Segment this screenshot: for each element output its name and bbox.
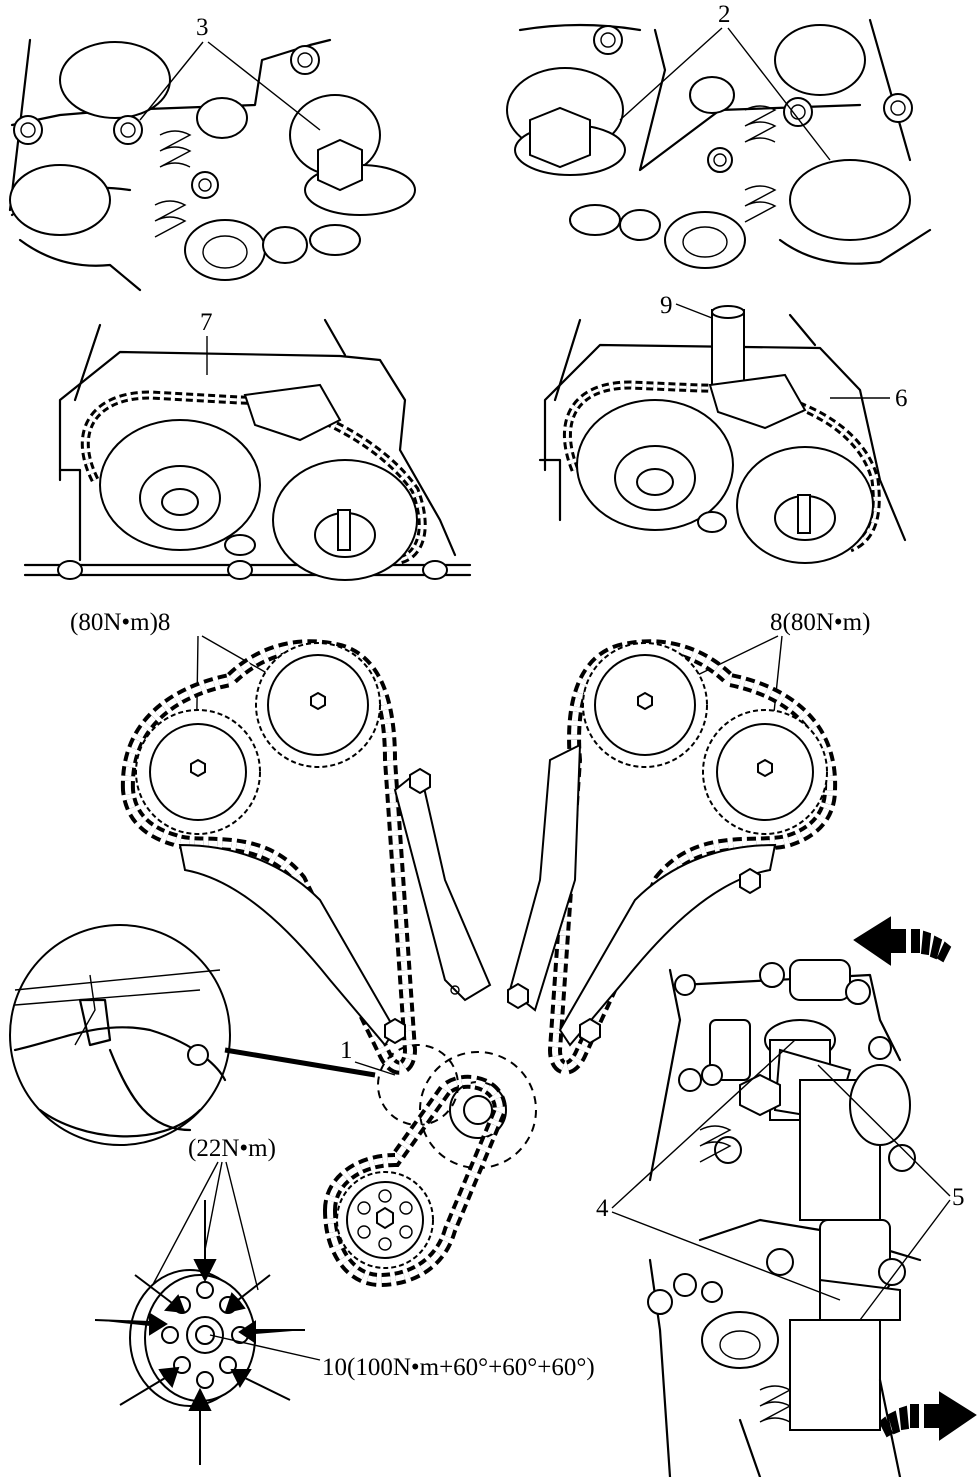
left-intake-sprocket (255, 642, 381, 768)
panel-bottom-right-cams: 4 5 (596, 916, 977, 1479)
label-7: 7 (200, 309, 213, 336)
bolt-icon (13, 45, 320, 199)
bolt-icon (593, 25, 913, 173)
label-torque-pulley: (22N•m) (188, 1135, 276, 1162)
left-exhaust-sprocket (135, 709, 261, 835)
crank-pulley: (22N•m) 10(100N•m+60°+60°+60°) (94, 1135, 595, 1465)
panel-top-right-camshafts: 2 (506, 1, 932, 269)
panel-top-left-camshafts: 3 (8, 14, 416, 292)
label-3: 3 (196, 14, 209, 41)
label-4: 4 (596, 1195, 609, 1222)
crankshaft-sprocket (336, 1171, 434, 1269)
rotation-arrow-right-icon (878, 1391, 977, 1441)
panel-mid-right-chain: 9 6 (538, 292, 908, 564)
right-intake-sprocket (582, 642, 708, 768)
label-10-crank-bolt: 10(100N•m+60°+60°+60°) (322, 1354, 595, 1381)
main-timing-chain: (80N•m)8 8(80N•m) (70, 609, 870, 1288)
label-torque-right-cam: 8(80N•m) (770, 609, 870, 636)
rotation-arrow-left-icon (853, 916, 952, 966)
bolt-icon (674, 962, 916, 1172)
label-9: 9 (660, 292, 673, 319)
right-exhaust-sprocket (702, 709, 828, 835)
flange-hole-icon (57, 560, 448, 580)
label-2: 2 (718, 1, 731, 28)
panel-mid-left-chain: 7 (23, 309, 472, 581)
label-6: 6 (895, 385, 908, 412)
label-1: 1 (340, 1037, 353, 1064)
pointer-arrow-icon (94, 1200, 305, 1465)
label-torque-left-cam: (80N•m)8 (70, 609, 170, 636)
bolt-icon (647, 1248, 906, 1315)
label-5: 5 (952, 1184, 965, 1211)
detail-magnifier (9, 924, 376, 1146)
locking-pin-tool-icon (711, 305, 745, 386)
